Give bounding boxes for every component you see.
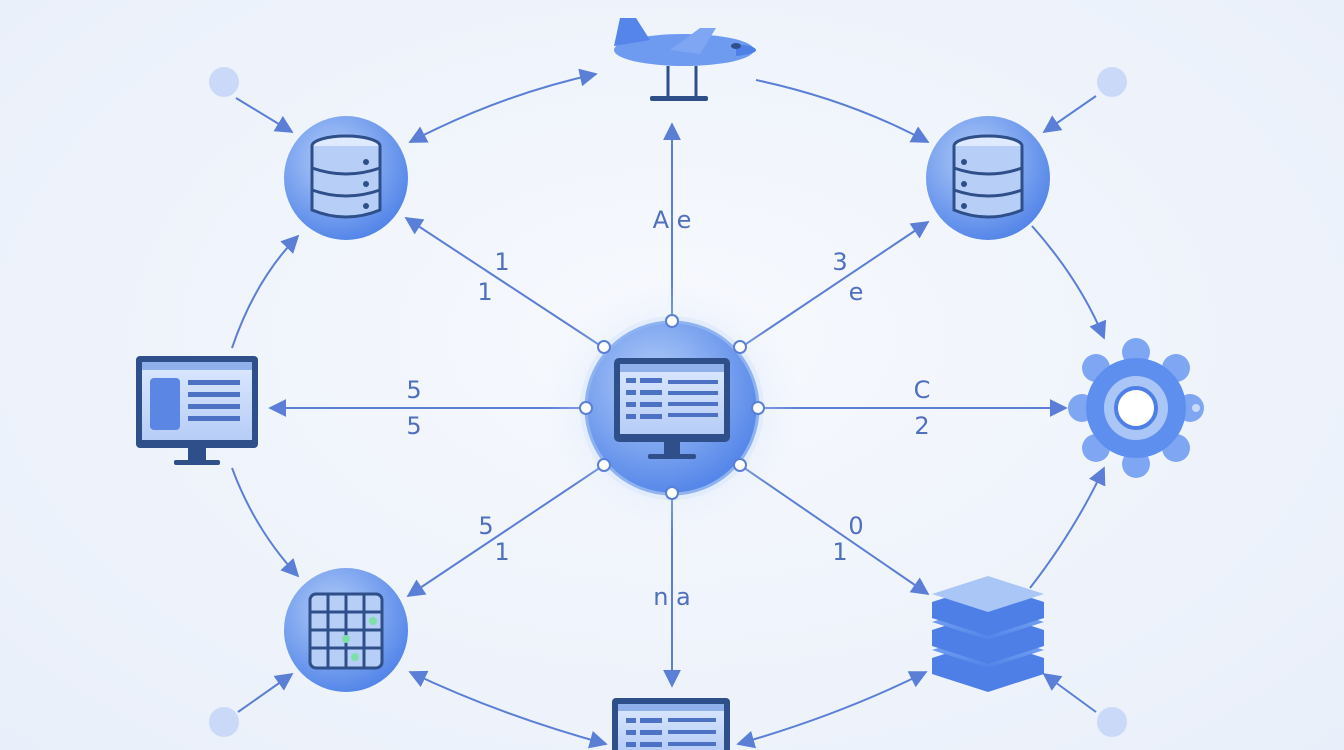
grid-icon xyxy=(308,592,384,670)
edge-ring-bottom-bottomright xyxy=(736,671,928,749)
left-node[interactable] xyxy=(136,356,258,465)
edge-label-top: A e xyxy=(653,206,692,234)
edge-label-right-2: 2 xyxy=(914,412,929,440)
bottom-left-node[interactable] xyxy=(284,568,408,692)
edge-label-right-1: C xyxy=(914,376,931,404)
satellite-dot xyxy=(209,707,239,737)
monitor-icon xyxy=(612,698,730,750)
edge-ring-bottomright-right xyxy=(1029,466,1106,589)
satellite-dot xyxy=(1097,67,1127,97)
stack-icon xyxy=(932,576,1044,692)
top-node[interactable] xyxy=(614,18,756,101)
center-node[interactable] xyxy=(544,280,800,536)
edge-label-upper-right-2: e xyxy=(849,278,864,306)
edge-labels: A e 1 1 3 e 5 5 C 2 5 1 0 1 n a xyxy=(406,206,930,611)
edge-ring-topright-right xyxy=(1031,225,1107,340)
edge-label-upper-left-2: 1 xyxy=(477,278,492,306)
gear-icon xyxy=(1068,338,1204,478)
edge-label-bottom: n a xyxy=(653,583,691,611)
edge-ring-left-topleft xyxy=(231,234,300,349)
edge-center-topright xyxy=(739,220,930,349)
satellite-dot xyxy=(209,67,239,97)
bottom-right-node[interactable] xyxy=(932,576,1044,692)
edge-label-lower-left-1: 5 xyxy=(478,512,493,540)
edge-label-lower-right-1: 0 xyxy=(848,512,863,540)
edge-label-left-1: 5 xyxy=(406,376,421,404)
bottom-node[interactable] xyxy=(612,698,730,750)
monitor-icon xyxy=(614,358,730,459)
right-node[interactable] xyxy=(1068,338,1204,478)
edge-sat-bottomright xyxy=(1042,672,1097,713)
database-icon xyxy=(310,134,382,219)
top-right-node[interactable] xyxy=(926,116,1050,240)
edge-label-upper-left-1: 1 xyxy=(494,248,509,276)
edge-ring-topleft-top xyxy=(408,68,598,143)
monitor-icon xyxy=(136,356,258,465)
edge-label-lower-left-2: 1 xyxy=(494,538,509,566)
edge-label-upper-right-1: 3 xyxy=(832,248,847,276)
edge-sat-bottomleft xyxy=(237,672,294,713)
airplane-icon xyxy=(614,18,756,101)
edge-sat-topleft xyxy=(235,97,294,133)
edge-label-left-2: 5 xyxy=(406,412,421,440)
edge-label-lower-right-2: 1 xyxy=(832,538,847,566)
edges xyxy=(231,68,1107,749)
satellite-dots xyxy=(209,67,1127,737)
edge-sat-topright xyxy=(1042,95,1097,134)
edge-ring-bottomleft-bottom xyxy=(408,670,608,749)
top-left-node[interactable] xyxy=(284,116,408,240)
edge-ring-top-topright xyxy=(755,79,930,143)
edge-ring-left-bottomleft xyxy=(231,467,300,578)
edge-center-topleft xyxy=(404,217,605,349)
database-icon xyxy=(952,134,1024,219)
satellite-dot xyxy=(1097,707,1127,737)
